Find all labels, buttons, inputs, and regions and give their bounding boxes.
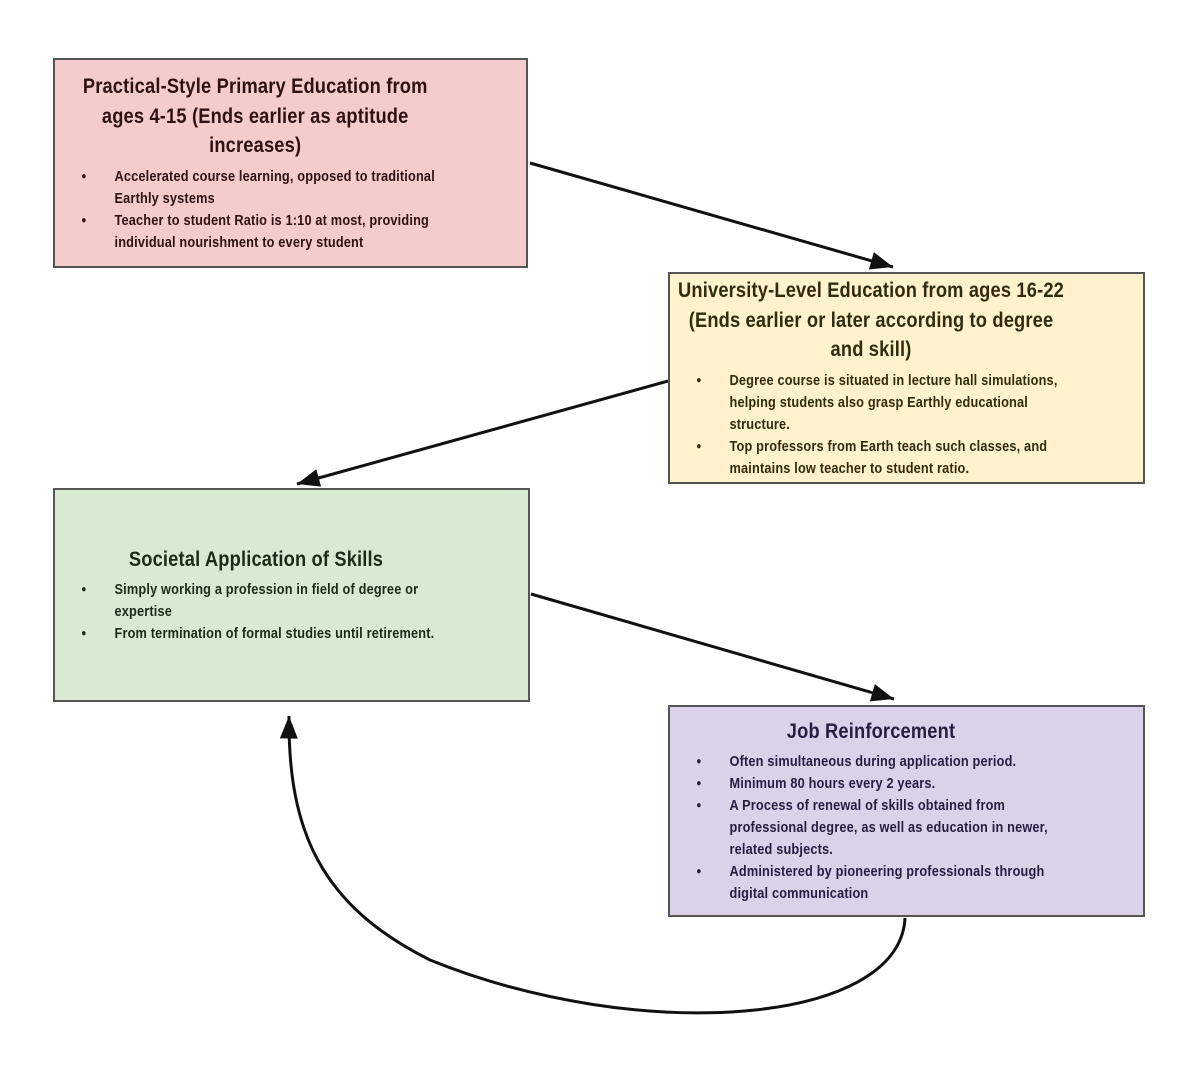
connector-primary-to-university	[529, 161, 894, 270]
connector-university-to-societal	[296, 379, 669, 487]
bullet-item: Teacher to student Ratio is 1:10 at most…	[55, 210, 455, 254]
bullet-item: Accelerated course learning, opposed to …	[55, 166, 455, 210]
bullet-item: Often simultaneous during application pe…	[670, 751, 1072, 773]
bullet-item: Degree course is situated in lecture hal…	[670, 370, 1072, 436]
node-title: Societal Application of Skills	[128, 546, 384, 571]
node-title: Practical-Style Primary Education from a…	[82, 74, 428, 158]
node-job-reinforcement: Job Reinforcement Often simultaneous dur…	[668, 705, 1145, 917]
node-primary-education: Practical-Style Primary Education from a…	[53, 58, 528, 268]
bullet-item: A Process of renewal of skills obtained …	[670, 795, 1072, 861]
node-university-education: University-Level Education from ages 16-…	[668, 272, 1145, 484]
connector-societal-to-job	[530, 592, 895, 702]
bullet-list: Accelerated course learning, opposed to …	[55, 166, 455, 254]
node-title: Job Reinforcement	[786, 718, 956, 743]
bullet-item: Minimum 80 hours every 2 years.	[670, 773, 1072, 795]
connector-job-to-societal-loop	[279, 715, 907, 1015]
bullet-list: Degree course is situated in lecture hal…	[670, 370, 1072, 480]
bullet-list: Simply working a profession in field of …	[55, 579, 457, 645]
bullet-item: From termination of formal studies until…	[55, 623, 457, 645]
node-title: University-Level Education from ages 16-…	[678, 278, 1065, 362]
bullet-item: Simply working a profession in field of …	[55, 579, 457, 623]
bullet-list: Often simultaneous during application pe…	[670, 751, 1072, 905]
node-societal-application: Societal Application of Skills Simply wo…	[53, 488, 530, 702]
bullet-item: Administered by pioneering professionals…	[670, 861, 1072, 905]
bullet-item: Top professors from Earth teach such cla…	[670, 436, 1072, 480]
